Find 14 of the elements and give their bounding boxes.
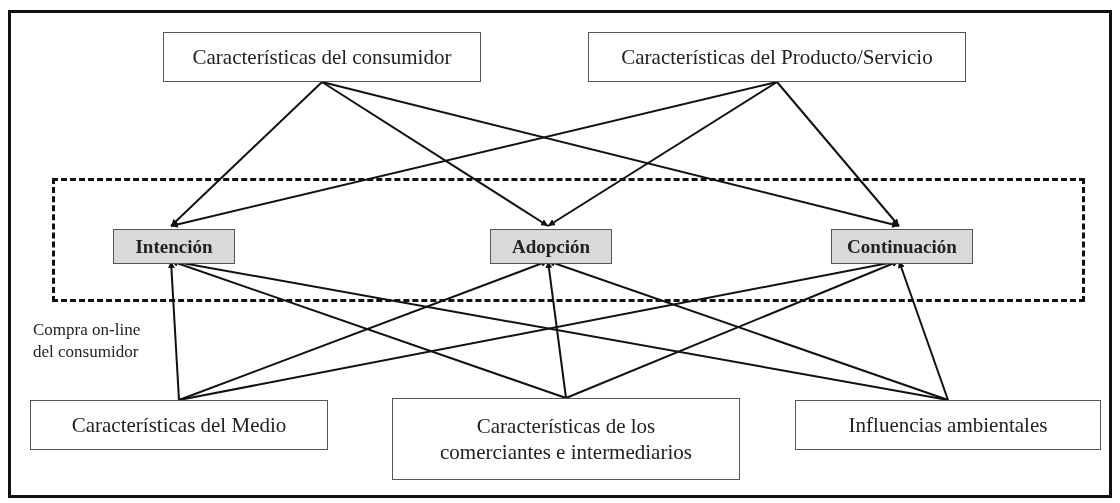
arrow	[547, 81, 778, 227]
factor-box: Características del Medio	[30, 400, 328, 450]
factor-box: Características de los comerciantes e intermediarios	[392, 398, 740, 480]
arrow	[321, 81, 549, 227]
arrow	[321, 81, 900, 228]
group-label: Compra on-line del consumidor	[33, 319, 142, 364]
factor-box: Influencias ambientales	[795, 400, 1101, 450]
arrow	[776, 81, 900, 227]
arrow	[170, 81, 323, 227]
factor-box: Características del Producto/Servicio	[588, 32, 966, 82]
stage-box: Adopción	[490, 229, 612, 264]
stage-box: Intención	[113, 229, 235, 264]
factor-box: Características del consumidor	[163, 32, 481, 82]
stage-box: Continuación	[831, 229, 973, 264]
